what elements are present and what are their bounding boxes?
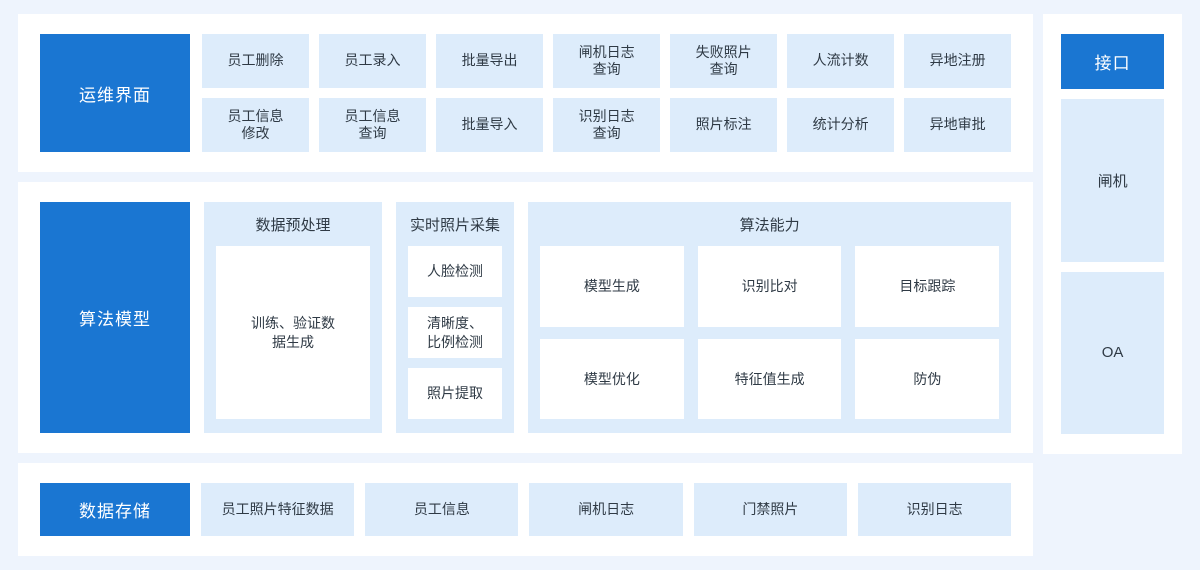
ops-item-recognition-log-query[interactable]: 识别日志查询	[553, 98, 661, 152]
ops-item-employee-entry[interactable]: 员工录入	[319, 34, 427, 88]
interface-column: 接口 闸机 OA	[1043, 14, 1182, 556]
group-algorithm-capability: 算法能力 模型生成 识别比对 目标跟踪 模型优化 特征值生成 防伪	[528, 202, 1012, 433]
storage-item-employee-info[interactable]: 员工信息	[365, 483, 519, 536]
storage-item-recognition-log[interactable]: 识别日志	[857, 483, 1012, 536]
algo-item-training-validation-data-generation[interactable]: 训练、验证数据生成	[216, 246, 370, 419]
storage-panel: 数据存储 员工照片特征数据 员工信息 闸机日志 门禁照片 识别日志	[18, 463, 1034, 556]
ops-item-batch-import[interactable]: 批量导入	[436, 98, 544, 152]
algo-item-model-generation[interactable]: 模型生成	[540, 246, 684, 327]
storage-item-gate-log[interactable]: 闸机日志	[529, 483, 683, 536]
algo-item-recognition-comparison[interactable]: 识别比对	[697, 246, 842, 327]
operations-panel: 运维界面 员工删除 员工录入 批量导出 闸机日志查询 失败照片查询 人流计数 异…	[18, 14, 1034, 172]
algo-item-target-tracking[interactable]: 目标跟踪	[855, 246, 1000, 327]
group-title-data-preprocessing: 数据预处理	[255, 217, 331, 234]
group-realtime-photo-capture: 实时照片采集 人脸检测 清晰度、比例检测 照片提取	[396, 202, 514, 433]
algorithm-section-title: 算法模型	[40, 202, 190, 433]
ops-item-employee-info-modify[interactable]: 员工信息修改	[202, 98, 310, 152]
algo-item-photo-extraction[interactable]: 照片提取	[408, 368, 502, 419]
algo-item-model-optimization[interactable]: 模型优化	[540, 338, 684, 419]
ops-item-gate-log-query[interactable]: 闸机日志查询	[553, 34, 661, 88]
interface-section-title: 接口	[1061, 34, 1164, 89]
interface-panel: 接口 闸机 OA	[1043, 14, 1182, 454]
operations-grid: 员工删除 员工录入 批量导出 闸机日志查询 失败照片查询 人流计数 异地注册 员…	[202, 34, 1012, 152]
ops-item-failed-photo-query[interactable]: 失败照片查询	[670, 34, 778, 88]
algorithm-panel: 算法模型 数据预处理 训练、验证数据生成 实时照片采集 人脸检测 清晰度、比例检…	[18, 182, 1034, 453]
storage-grid: 员工照片特征数据 员工信息 闸机日志 门禁照片 识别日志	[201, 483, 1012, 536]
algorithm-capability-grid: 模型生成 识别比对 目标跟踪 模型优化 特征值生成 防伪	[540, 246, 1000, 419]
algo-item-feature-value-generation[interactable]: 特征值生成	[697, 338, 842, 419]
algo-item-clarity-ratio-detection[interactable]: 清晰度、比例检测	[408, 307, 502, 358]
main-column: 运维界面 员工删除 员工录入 批量导出 闸机日志查询 失败照片查询 人流计数 异…	[18, 14, 1034, 556]
ops-item-statistical-analysis[interactable]: 统计分析	[787, 98, 895, 152]
ops-item-photo-annotation[interactable]: 照片标注	[670, 98, 778, 152]
storage-section-title: 数据存储	[40, 483, 190, 536]
ops-item-people-flow-count[interactable]: 人流计数	[787, 34, 895, 88]
group-title-algorithm-capability: 算法能力	[739, 217, 800, 234]
algo-item-face-detection[interactable]: 人脸检测	[408, 246, 502, 297]
group-title-realtime-photo-capture: 实时照片采集	[409, 217, 500, 234]
ops-item-batch-export[interactable]: 批量导出	[436, 34, 544, 88]
ops-item-employee-delete[interactable]: 员工删除	[202, 34, 310, 88]
storage-item-access-control-photo[interactable]: 门禁照片	[693, 483, 847, 536]
realtime-capture-list: 人脸检测 清晰度、比例检测 照片提取	[408, 246, 502, 419]
operations-section-title: 运维界面	[40, 34, 190, 152]
interface-item-oa[interactable]: OA	[1061, 271, 1164, 434]
interface-item-gate[interactable]: 闸机	[1061, 99, 1164, 262]
ops-item-employee-info-query[interactable]: 员工信息查询	[319, 98, 427, 152]
storage-item-employee-photo-feature-data[interactable]: 员工照片特征数据	[201, 483, 355, 536]
group-data-preprocessing: 数据预处理 训练、验证数据生成	[204, 202, 382, 433]
ops-item-remote-registration[interactable]: 异地注册	[904, 34, 1012, 88]
algo-item-anti-spoofing[interactable]: 防伪	[855, 338, 1000, 419]
ops-item-remote-approval[interactable]: 异地审批	[904, 98, 1012, 152]
